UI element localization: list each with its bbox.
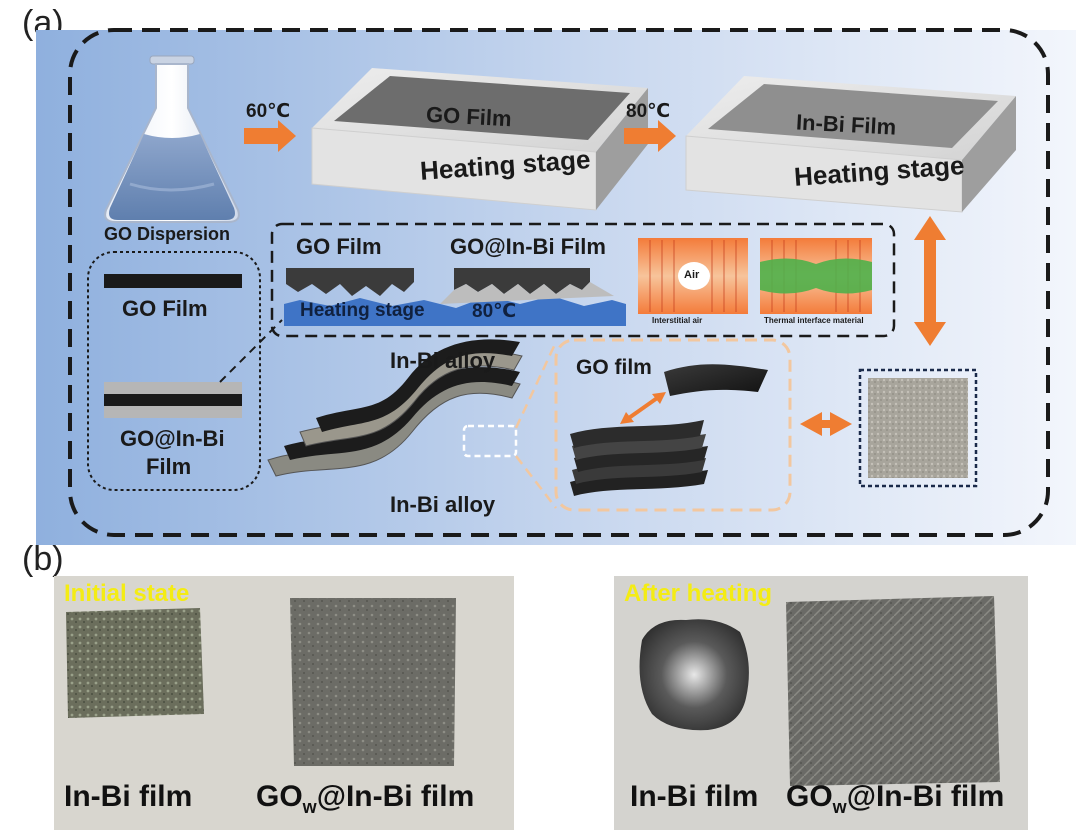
inset-composite-label: GO@In-Bi Film [450,234,606,259]
sample-frame [858,368,978,488]
left-box-go-film-label: GO Film [122,296,208,321]
photo-after-heating: After heating In-Bi film GOw@In-Bi film [614,576,1028,830]
photo-heated-title: After heating [624,580,773,607]
inbi-film-sample-initial [66,608,204,718]
zoom-go-film-label: GO film [576,356,652,379]
heating-stage-1 [311,68,648,211]
photo-initial-caption-right: GOw@In-Bi film [256,780,475,817]
interface-inset-box [270,222,896,338]
flask-icon [104,55,240,223]
alloy-fill [440,282,614,304]
go-film-rough [286,268,414,296]
zoom-line-bottom [515,455,557,509]
double-arrow-diagonal [620,392,666,424]
photo-heated-caption-left: In-Bi film [630,780,759,813]
panel-b-letter: (b) [22,540,64,578]
go-inbi-film-sample-heated [786,596,1000,786]
photo-heated-caption-right: GOw@In-Bi film [786,780,1005,817]
sample-thumbnail [868,378,968,478]
stage1-film-label: GO Film [425,101,513,132]
temp-label-1: 60℃ [246,101,291,122]
composite-layer-stack [104,382,242,418]
double-arrow-horizontal [800,412,852,436]
photo-initial-caption-left: In-Bi film [64,780,193,813]
stacked-go-sheets [570,420,708,496]
arrow-right-2 [624,120,676,152]
panel-a-diagram [36,28,1076,545]
inset-tim-label: Thermal interface material [764,316,864,325]
arrow-right-1 [244,120,296,152]
interstitial-air-illustration [638,238,748,314]
go-inbi-film-rough [454,268,590,294]
layer-structure-box [87,251,261,491]
heating-stage-2 [685,76,1016,213]
photo-initial-state: Initial state In-Bi film GOw@In-Bi film [54,576,514,830]
thermal-interface-illustration [760,238,872,314]
inset-air-label: Air [684,269,700,281]
go-film-layer [104,274,242,288]
left-box-composite-label-2: Film [146,454,192,479]
inset-interstitial-label: Interstitial air [652,316,703,325]
heating-stage-strip [284,296,626,326]
single-go-sheet [664,364,768,396]
go-film-zoom-box [554,338,792,512]
go-inbi-film-sample-initial [290,598,456,766]
inbi-film-sample-melted [639,619,749,731]
photo-initial-title: Initial state [64,580,190,607]
bottom-alloy-label: In-Bi alloy [390,492,496,517]
double-arrow-vertical [914,216,946,346]
inset-heating-label: Heating stage [300,300,425,321]
temp-label-2: 80℃ [626,101,671,122]
inset-temp-label: 80℃ [472,301,517,322]
left-box-composite-label-1: GO@In-Bi [120,426,225,451]
flask-label: GO Dispersion [104,224,231,244]
layered-alloy-sheets [267,339,523,477]
zoom-marker [462,424,518,458]
stage2-film-label: In-Bi Film [795,109,897,140]
inset-go-film-label: GO Film [296,234,382,259]
top-alloy-label: In-Bi alloy [390,348,496,373]
panel-a-dashed-border [68,28,1050,537]
